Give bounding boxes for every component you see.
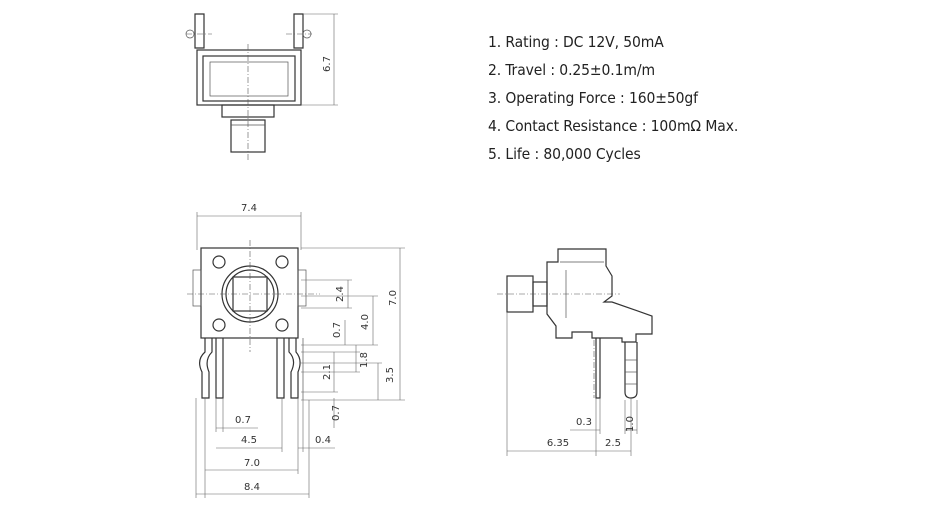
spec-rating: 1. Rating : DC 12V, 50mA — [488, 33, 664, 51]
dim-pitch-small: 1.8 — [359, 352, 370, 368]
dim-side-depth: 6.35 — [547, 438, 569, 449]
dim-side-pin: 0.3 — [576, 417, 592, 428]
dim-lead-height: 3.5 — [385, 367, 396, 383]
dim-inner: 4.0 — [360, 314, 371, 330]
dim-span: 7.0 — [244, 458, 260, 469]
dim-knob: 2.4 — [335, 286, 346, 302]
front-view: 7.4 7.0 2.4 4.0 0. — [187, 203, 405, 498]
side-view: 0.3 1.0 6.35 2.5 — [497, 248, 653, 456]
dim-side-lead: 1.0 — [625, 416, 636, 432]
dim-top-height: 6.7 — [322, 56, 333, 72]
dim-lead-w: 0.7 — [235, 415, 251, 426]
dim-overall: 8.4 — [244, 482, 260, 493]
dim-pitch-side: 2.1 — [322, 364, 333, 380]
spec-travel: 2. Travel : 0.25±0.1m/m — [488, 61, 655, 79]
dim-height-total: 7.0 — [388, 290, 399, 306]
dim-thick: 0.4 — [315, 435, 331, 446]
spec-operating-force: 3. Operating Force : 160±50gf — [488, 89, 698, 107]
spec-contact-resistance: 4. Contact Resistance : 100mΩ Max. — [488, 117, 739, 135]
top-view: 6.7 — [185, 13, 338, 162]
dim-side-pitch: 2.5 — [605, 438, 621, 449]
dim-lead-offset: 0.7 — [332, 322, 343, 338]
dim-lead-w2: 0.7 — [331, 405, 342, 421]
spec-list: 1. Rating : DC 12V, 50mA 2. Travel : 0.2… — [488, 28, 738, 168]
dim-pitch-bottom: 4.5 — [241, 435, 257, 446]
dim-width-body: 7.4 — [241, 203, 257, 214]
spec-life: 5. Life : 80,000 Cycles — [488, 145, 641, 163]
